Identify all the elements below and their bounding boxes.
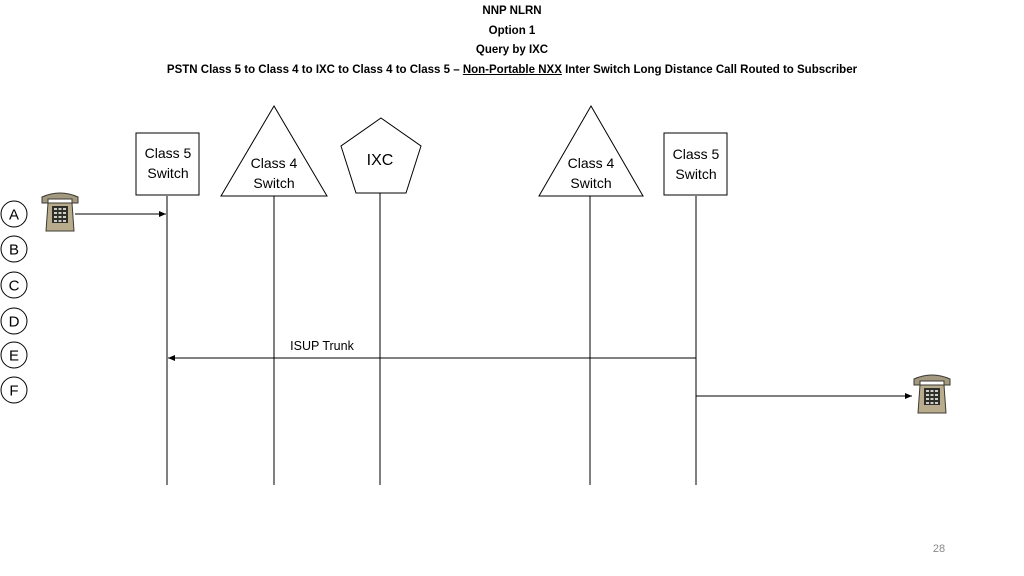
title-line-2: Option 1 [488, 25, 536, 37]
node-class4-right-line1: Class 4 [568, 155, 615, 171]
title-line-4: PSTN Class 5 to Class 4 to IXC to Class … [0, 64, 1024, 76]
step-e: E [0, 341, 28, 369]
step-b-label: B [9, 242, 19, 259]
title-line-4-pre: PSTN Class 5 to Class 4 to IXC to Class … [166, 64, 463, 76]
title-line-3: Query by IXC [475, 44, 549, 56]
telephone-icon [913, 374, 951, 414]
title-line-1: NNP NLRN [482, 5, 542, 17]
node-class5-right-line1: Class 5 [673, 146, 720, 162]
node-class5-left: Class 5 Switch [135, 132, 200, 196]
node-class4-left-line2: Switch [253, 175, 294, 191]
step-c-label: C [9, 278, 20, 295]
node-class5-left-line2: Switch [147, 165, 188, 181]
title-line-4-post: Inter Switch Long Distance Call Routed t… [561, 64, 858, 76]
node-class5-right: Class 5 Switch [663, 132, 728, 196]
step-b: B [0, 235, 28, 263]
step-f: F [0, 376, 28, 404]
telephone-icon [41, 192, 79, 232]
node-ixc-label: IXC [367, 152, 394, 169]
step-d: D [0, 307, 28, 335]
node-class5-left-line1: Class 5 [145, 145, 192, 161]
step-a-label: A [9, 207, 19, 224]
step-e-label: E [9, 348, 19, 365]
step-c: C [0, 271, 28, 299]
step-d-label: D [9, 314, 20, 331]
node-class4-left: Class 4 Switch [220, 105, 328, 197]
node-class4-right: Class 4 Switch [538, 105, 644, 197]
node-class5-right-line2: Switch [675, 166, 716, 182]
title-line-4-underlined: Non-Portable NXX [462, 64, 562, 76]
step-f-label: F [9, 383, 18, 400]
page-number: 28 [932, 543, 946, 555]
isup-trunk-label: ISUP Trunk [290, 339, 354, 353]
step-a: A [0, 200, 28, 228]
node-class4-right-line2: Switch [570, 175, 611, 191]
node-ixc: IXC [340, 117, 422, 194]
node-class4-left-line1: Class 4 [251, 155, 298, 171]
